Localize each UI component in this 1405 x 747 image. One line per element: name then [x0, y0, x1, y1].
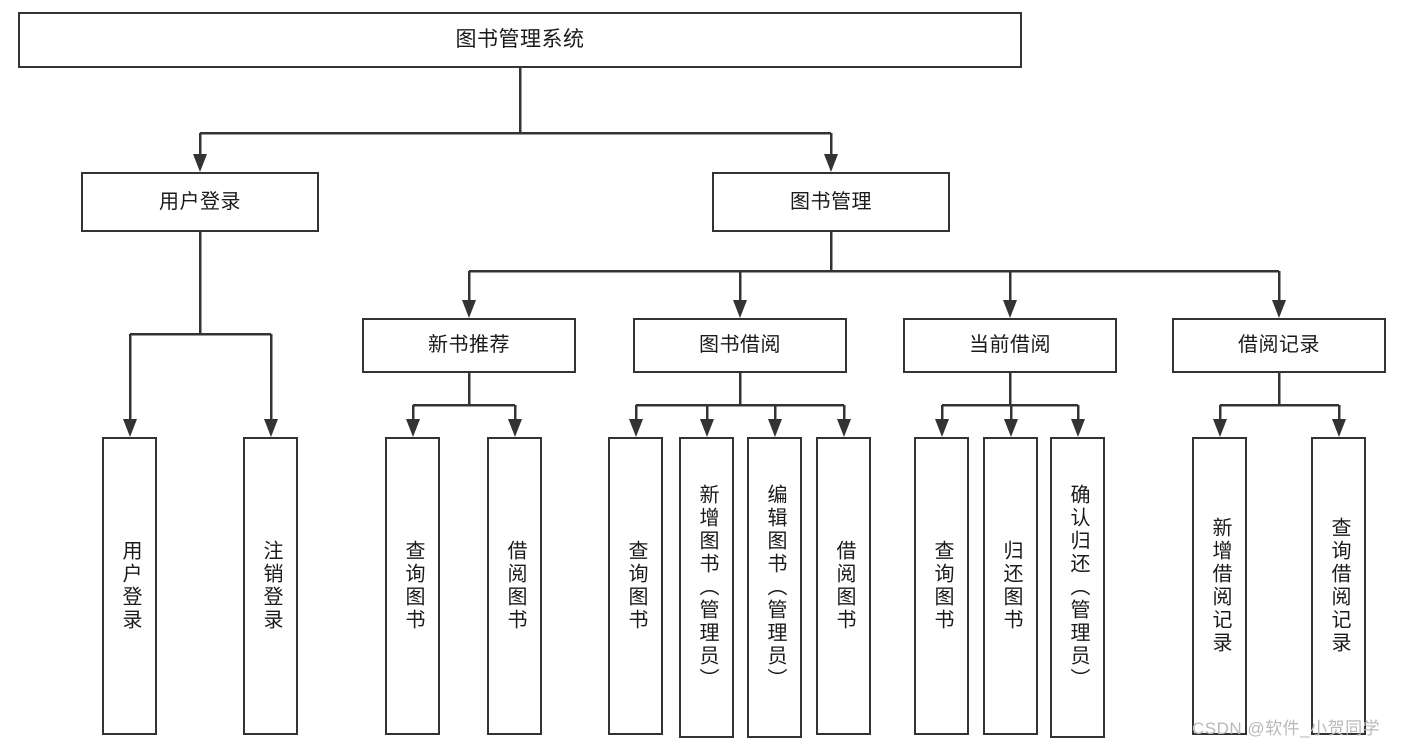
- edge-arrowhead: [508, 419, 522, 437]
- node-label: 查询图书: [931, 540, 953, 632]
- node-label: 借阅图书: [833, 540, 855, 632]
- node-leaf-11[interactable]: 确认归还（管理员）: [1050, 437, 1105, 738]
- node-label: 图书借阅: [699, 334, 781, 356]
- node-leaf-09[interactable]: 查询图书: [914, 437, 969, 735]
- node-leaf-08[interactable]: 借阅图书: [816, 437, 871, 735]
- edge-arrowhead: [193, 154, 207, 172]
- node-label: 图书管理系统: [455, 27, 585, 51]
- edge-arrowhead: [1332, 419, 1346, 437]
- node-leaf-04[interactable]: 借阅图书: [487, 437, 542, 735]
- edge-arrowhead: [629, 419, 643, 437]
- node-label: 归还图书: [1000, 540, 1022, 632]
- edge-arrowhead: [1071, 419, 1085, 437]
- edge-arrowhead: [733, 300, 747, 318]
- node-borrow[interactable]: 图书借阅: [633, 318, 847, 373]
- edge-arrowhead: [264, 419, 278, 437]
- edge-arrowhead: [406, 419, 420, 437]
- node-leaf-10[interactable]: 归还图书: [983, 437, 1038, 735]
- node-label: 用户登录: [159, 190, 241, 213]
- node-current[interactable]: 当前借阅: [903, 318, 1117, 373]
- node-label: 当前借阅: [969, 334, 1051, 356]
- node-label: 借阅图书: [504, 540, 526, 632]
- node-label: 图书管理: [790, 190, 872, 213]
- node-leaf-03[interactable]: 查询图书: [385, 437, 440, 735]
- node-label: 新增图书（管理员）: [696, 484, 718, 691]
- edge-arrowhead: [700, 419, 714, 437]
- edge-arrowhead: [935, 419, 949, 437]
- node-leaf-02[interactable]: 注销登录: [243, 437, 298, 735]
- node-leaf-13[interactable]: 查询借阅记录: [1311, 437, 1366, 735]
- edge-arrowhead: [123, 419, 137, 437]
- edge-arrowhead: [1003, 300, 1017, 318]
- node-label: 新增借阅记录: [1209, 517, 1231, 655]
- node-newbook[interactable]: 新书推荐: [362, 318, 576, 373]
- node-leaf-06[interactable]: 新增图书（管理员）: [679, 437, 734, 738]
- node-bookmgmt[interactable]: 图书管理: [712, 172, 950, 232]
- node-leaf-05[interactable]: 查询图书: [608, 437, 663, 735]
- node-label: 查询图书: [402, 540, 424, 632]
- edge-arrowhead: [837, 419, 851, 437]
- node-root[interactable]: 图书管理系统: [18, 12, 1022, 68]
- node-leaf-01[interactable]: 用户登录: [102, 437, 157, 735]
- node-label: 编辑图书（管理员）: [764, 484, 786, 691]
- watermark: CSDN @软件_小贺同学: [1192, 719, 1381, 738]
- edge-arrowhead: [1213, 419, 1227, 437]
- node-login[interactable]: 用户登录: [81, 172, 319, 232]
- node-label: 借阅记录: [1238, 334, 1320, 356]
- node-records[interactable]: 借阅记录: [1172, 318, 1386, 373]
- edge-arrowhead: [1004, 419, 1018, 437]
- node-label: 新书推荐: [428, 334, 510, 356]
- edge-arrowhead: [462, 300, 476, 318]
- edge-arrowhead: [1272, 300, 1286, 318]
- node-leaf-07[interactable]: 编辑图书（管理员）: [747, 437, 802, 738]
- node-label: 查询借阅记录: [1328, 517, 1350, 655]
- node-leaf-12[interactable]: 新增借阅记录: [1192, 437, 1247, 735]
- node-label: 确认归还（管理员）: [1067, 484, 1089, 691]
- edge-arrowhead: [768, 419, 782, 437]
- node-label: 查询图书: [625, 540, 647, 632]
- node-label: 用户登录: [119, 540, 141, 632]
- edge-arrowhead: [824, 154, 838, 172]
- node-label: 注销登录: [260, 540, 282, 632]
